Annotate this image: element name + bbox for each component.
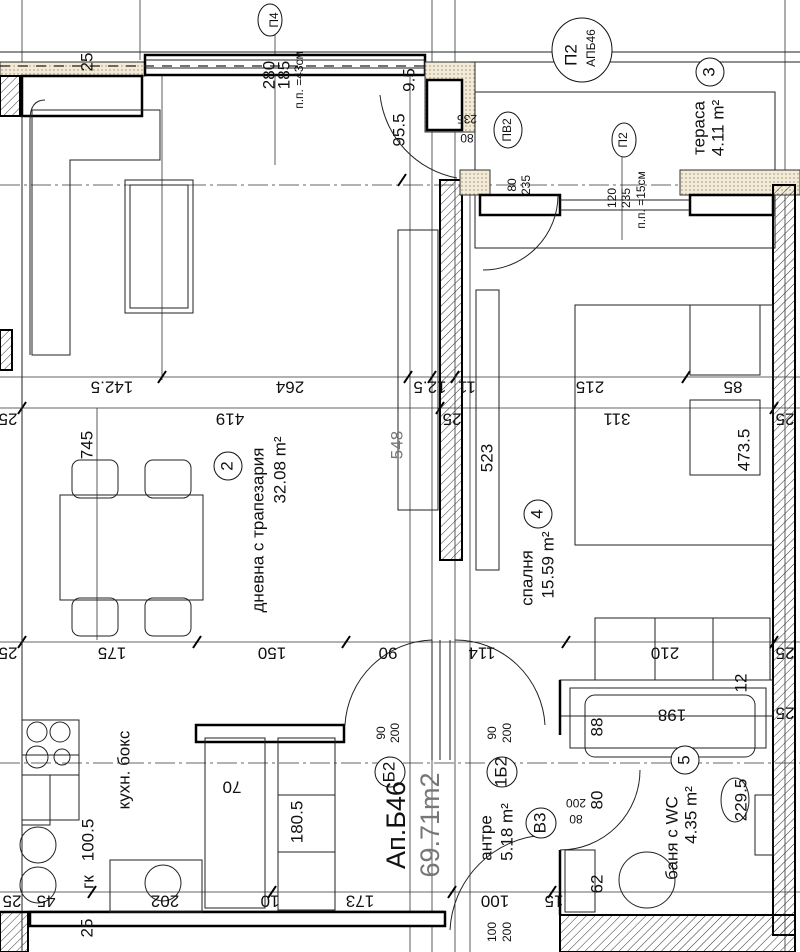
tag-p2-ref: АПБ46 xyxy=(584,29,598,67)
furniture xyxy=(19,99,774,913)
dim-229-5: 229.5 xyxy=(731,779,750,822)
tag-p4: П4 xyxy=(267,12,281,28)
room-4-area: 15.59 m² xyxy=(538,531,557,598)
terrace-door-h: 235 xyxy=(519,175,533,195)
dim-row3-6: 25 xyxy=(776,644,795,663)
dim-25-right: 25 xyxy=(776,704,795,723)
label-gk: гк xyxy=(78,875,97,889)
dim-row2-3: 311 xyxy=(603,410,630,429)
apartment-label: Ап.Б46 xyxy=(381,781,411,869)
1b2-height: 200 xyxy=(500,723,514,743)
dim-row3-4: 114 xyxy=(468,644,495,663)
room-3-area: 4.11 m² xyxy=(708,99,727,156)
dim-top-25: 25 xyxy=(77,53,96,72)
dim-80: 80 xyxy=(587,791,606,810)
room-3-number: 3 xyxy=(699,67,718,76)
1b2-width: 90 xyxy=(485,726,499,740)
dim-row4-0: 25 xyxy=(3,892,22,911)
b2-height: 200 xyxy=(388,723,402,743)
apartment-area: 69.71m2 xyxy=(415,772,445,877)
dim-70: 70 xyxy=(223,778,242,797)
dim-row4-2: 202 xyxy=(151,892,179,911)
v3-height: 200 xyxy=(566,796,586,810)
room-5-area: 4.35 m² xyxy=(681,786,700,844)
dim-row3-2: 150 xyxy=(258,644,286,663)
entry-name: антре xyxy=(476,815,495,861)
entry-area: 5.18 m² xyxy=(497,803,516,861)
dim-88: 88 xyxy=(587,718,606,737)
b2-width: 90 xyxy=(374,726,388,740)
dim-548: 548 xyxy=(387,431,406,459)
dim-row4-6: 15 xyxy=(545,892,564,911)
v3-width: 80 xyxy=(569,812,583,826)
p4-height-2: 185 xyxy=(274,61,293,89)
room-5-name: баня с WC xyxy=(662,796,681,880)
dim-row4-1: 45 xyxy=(37,892,56,911)
dim-row3-5: 210 xyxy=(651,644,679,663)
tag-circles xyxy=(213,3,725,839)
dim-row2-4: 25 xyxy=(776,410,795,429)
doors xyxy=(344,94,641,931)
dim-bottom-25: 25 xyxy=(77,919,96,938)
kitchen-name: кухн. бокс xyxy=(114,730,133,809)
pv2-height: 235 xyxy=(457,112,477,126)
dim-row1-4: 215 xyxy=(576,378,604,397)
dim-473-5: 473.5 xyxy=(734,429,753,472)
entry-door-h: 200 xyxy=(500,922,514,942)
p4-height: 280 xyxy=(259,61,278,89)
dim-100-5: 100.5 xyxy=(78,819,97,862)
room-2-name: дневна с трапезария xyxy=(248,448,267,613)
dim-row2-2: 25 xyxy=(443,410,462,429)
dim-row1-5: 85 xyxy=(724,378,743,397)
p2-width: 120 xyxy=(605,188,619,208)
dim-95-5: 95.5 xyxy=(389,113,408,146)
dim-row4-5: 100 xyxy=(481,892,509,911)
dim-row1-3: 11 xyxy=(458,378,476,397)
tag-b2: Б2 xyxy=(379,762,398,783)
tag-v3: В3 xyxy=(530,813,549,834)
dim-523: 523 xyxy=(477,444,496,472)
entry-door-w: 100 xyxy=(485,922,499,942)
dim-row3-3: 90 xyxy=(379,644,398,663)
room-4-name: спалня xyxy=(517,550,536,606)
dim-745: 745 xyxy=(77,431,96,459)
room-2-area: 32.08 m² xyxy=(270,436,289,503)
plan-labels: П4 280 185 п.п. =43см П2 АПБ46 25 9.5 95… xyxy=(0,12,794,942)
dim-row3-0: 25 xyxy=(0,644,17,663)
walls xyxy=(0,51,800,952)
dim-row2-1: 419 xyxy=(216,410,244,429)
dim-row2-0: 25 xyxy=(0,410,17,429)
tag-1b2: 1Б2 xyxy=(491,757,510,787)
dim-row1-2: 12.5 xyxy=(413,378,446,397)
tag-p2-top: П2 xyxy=(561,44,580,66)
room-2-number: 2 xyxy=(217,461,236,470)
dim-9-5: 9.5 xyxy=(399,68,418,92)
room-3-name: тераса xyxy=(689,101,708,155)
room-5-number: 5 xyxy=(674,755,693,764)
pv2-width: 80 xyxy=(460,131,474,145)
dim-180-5: 180.5 xyxy=(287,801,306,844)
dim-row4-3: 10 xyxy=(261,892,280,911)
p2-sill: п.п. =15см xyxy=(634,171,648,229)
tag-pv2: ПВ2 xyxy=(500,118,514,142)
room-4-number: 4 xyxy=(527,509,546,518)
dim-row1-0: 142.5 xyxy=(91,378,134,397)
dim-row1-1: 264 xyxy=(276,378,304,397)
terrace-door-w: 80 xyxy=(505,178,519,192)
dim-row3-1: 175 xyxy=(98,644,126,663)
dim-12: 12 xyxy=(731,674,750,693)
dim-row4-4: 173 xyxy=(346,892,374,911)
p4-sill: п.п. =43см xyxy=(292,51,306,109)
dim-198: 198 xyxy=(658,706,686,725)
p2-height: 235 xyxy=(619,188,633,208)
dim-62: 62 xyxy=(587,875,606,894)
tag-p2: П2 xyxy=(616,132,630,148)
